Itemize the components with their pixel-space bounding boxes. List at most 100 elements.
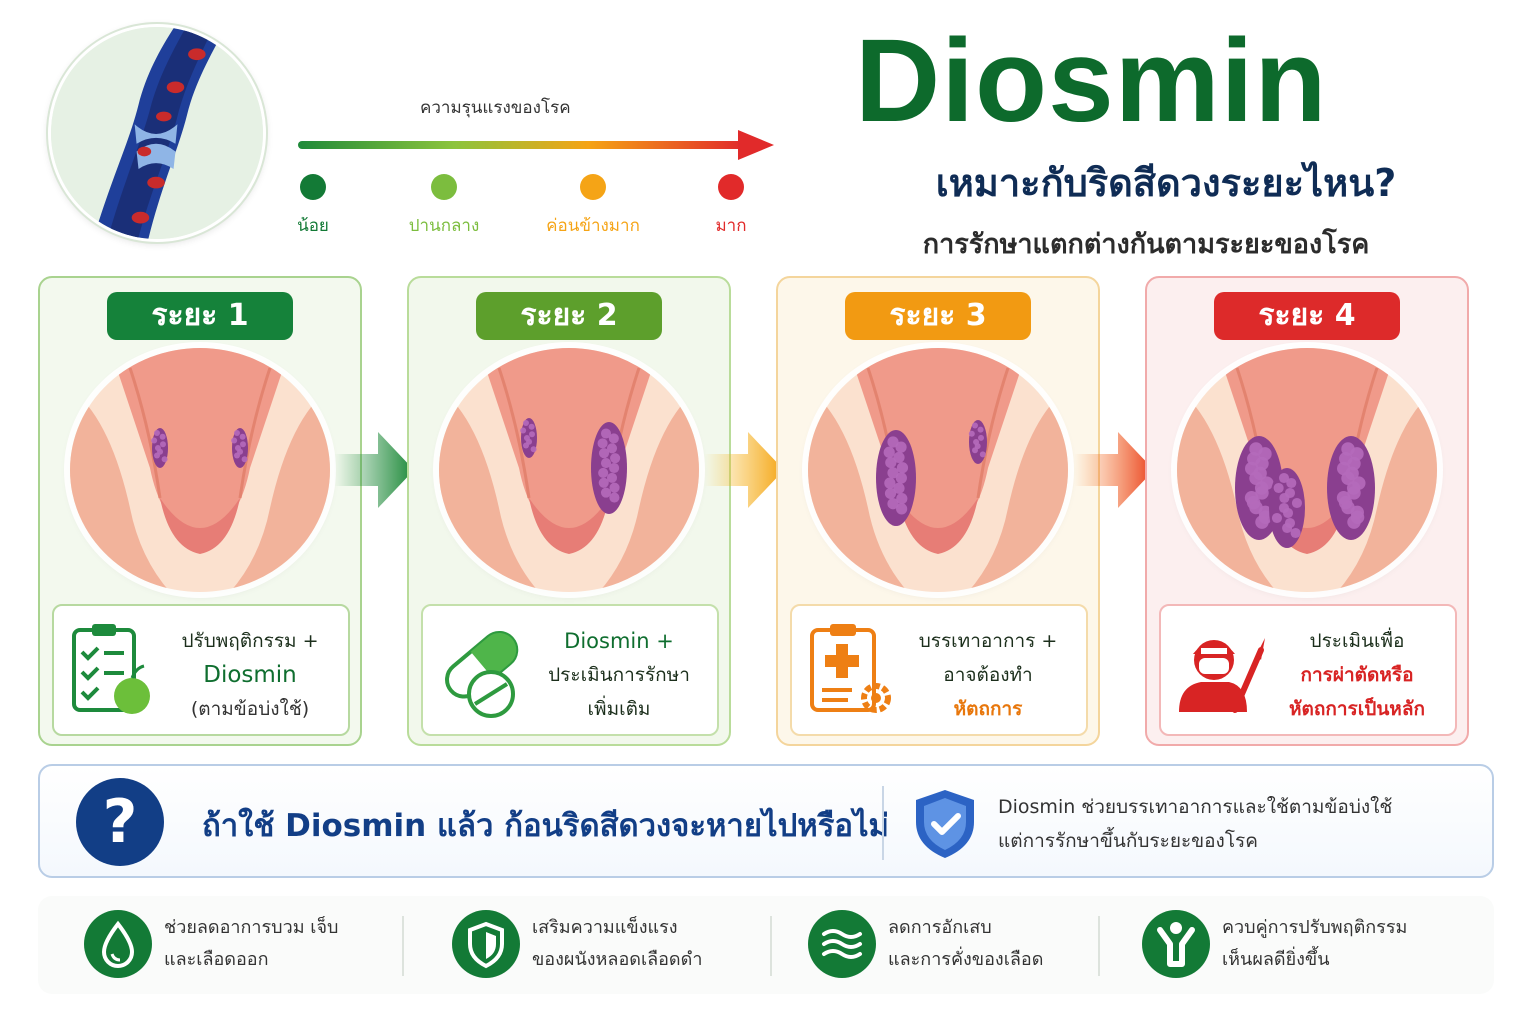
stage-treatment-line: Diosmin + <box>564 629 674 653</box>
clipboard-apple-icon <box>72 624 150 714</box>
benefit-item: ควบคู่การปรับพฤติกรรม เห็นผลดียิ่งขึ้น <box>1134 910 1474 980</box>
stage-treatment-text: ปรับพฤติกรรม + Diosmin (ตามข้อบ่งใช้) <box>156 624 344 726</box>
stage-treatment-text: ประเมินเพื่อ การผ่าตัดหรือ หัตถการเป็นหล… <box>1263 624 1451 726</box>
severity-scale: ความรุนแรงของโรค น้อย ปานกลาง ค่อนข้างมา… <box>290 92 780 242</box>
severity-title: ความรุนแรงของโรค <box>420 98 571 118</box>
stage-treatment-line: (ตามข้อบ่งใช้) <box>190 698 310 720</box>
stage-treatment-box: Diosmin + ประเมินการรักษา เพิ่มเติม <box>421 604 719 736</box>
hemorrhoid-cluster <box>231 428 248 468</box>
page-title: Diosmin <box>855 15 1328 147</box>
benefit-line: เห็นผลดียิ่งขึ้น <box>1222 949 1330 970</box>
hemorrhoid-cluster <box>1269 468 1305 548</box>
hemorrhoid-stage-3-illustration <box>808 348 1068 592</box>
muscle-line <box>128 367 162 499</box>
severity-arrow-icon <box>298 130 774 160</box>
benefit-item: ลดการอักเสบ และการคั่งของเลือด <box>800 910 1140 980</box>
page-subtitle-secondary: การรักษาแตกต่างกันตามระยะของโรค <box>922 229 1370 260</box>
canal-inner <box>479 348 659 538</box>
stage-treatment-text: บรรเทาอาการ + อาจต้องทำ หัตถการ <box>894 624 1082 726</box>
benefit-item: เสริมความแข็งแรง ของผนังหลอดเลือดดำ <box>444 910 784 980</box>
severity-label-low: น้อย <box>297 216 329 236</box>
question-text: ถ้าใช้ Diosmin แล้ว ก้อนริดสีดวงจะหายไปห… <box>202 808 889 844</box>
right-wall <box>599 388 699 592</box>
hemorrhoid-cluster <box>1327 436 1375 540</box>
pill-capsule-icon <box>445 630 519 718</box>
hemorrhoid-stage-2-illustration <box>439 348 699 592</box>
benefit-line: เสริมความแข็งแรง <box>532 917 678 938</box>
shield-icon <box>452 910 520 978</box>
arrow-right-icon <box>704 432 784 508</box>
hemorrhoid-cluster <box>520 418 537 458</box>
benefit-line: และเลือดออก <box>164 949 269 970</box>
stage-treatment-line: เพิ่มเติม <box>587 698 651 720</box>
stage-treatment-line: ประเมินการรักษา <box>548 664 690 686</box>
stage-treatment-text: Diosmin + ประเมินการรักษา เพิ่มเติม <box>525 624 713 726</box>
divider <box>1098 916 1100 976</box>
left-wall <box>1177 388 1277 592</box>
severity-dot-severe <box>718 174 744 200</box>
severity-dot-low <box>300 174 326 200</box>
muscle-line <box>497 367 531 499</box>
page-subtitle: เหมาะกับริดสีดวงระยะไหน? <box>935 161 1397 205</box>
benefit-text: ลดการอักเสบ และการคั่งของเลือด <box>888 912 1043 976</box>
vein-illustration <box>48 24 266 242</box>
benefit-text: เสริมความแข็งแรง ของผนังหลอดเลือดดำ <box>532 912 702 976</box>
stage-treatment-box: ประเมินเพื่อ การผ่าตัดหรือ หัตถการเป็นหล… <box>1159 604 1457 736</box>
severity-label-severe: มาก <box>715 216 747 236</box>
stage-card-1: ระยะ 1 ปรับพฤติกรรม + Diosmin (ตามข้อบ่ง… <box>38 276 362 746</box>
stage-card-4: ระยะ 4 ประเมินเพื่อ การผ่าตัดหรือ หัตถกา… <box>1145 276 1469 746</box>
left-wall <box>70 388 170 592</box>
surgeon-scalpel-icon <box>1179 638 1265 713</box>
canal-inner <box>848 348 1028 538</box>
muscle-line <box>976 367 1010 499</box>
divider <box>770 916 772 976</box>
stage-treatment-line: ปรับพฤติกรรม + <box>181 630 319 652</box>
hemorrhoid-cluster <box>876 430 916 526</box>
stage-treatment-line: บรรเทาอาการ + <box>918 630 1058 652</box>
divider <box>882 786 884 860</box>
benefit-line: ควบคู่การปรับพฤติกรรม <box>1222 917 1408 938</box>
right-wall <box>1337 388 1437 592</box>
benefit-text: ช่วยลดอาการบวม เจ็บ และเลือดออก <box>164 912 338 976</box>
stage-badge: ระยะ 1 <box>107 292 293 340</box>
stage-badge: ระยะ 2 <box>476 292 662 340</box>
canal-inner <box>1217 348 1397 538</box>
hemorrhoid-cluster <box>591 422 627 514</box>
benefit-line: ช่วยลดอาการบวม เจ็บ <box>164 917 339 938</box>
severity-label-high: ค่อนข้างมาก <box>546 216 640 236</box>
question-panel: ? ถ้าใช้ Diosmin แล้ว ก้อนริดสีดวงจะหายไ… <box>38 764 1494 878</box>
right-wall <box>230 388 330 592</box>
benefit-line: ของผนังหลอดเลือดดำ <box>532 949 703 970</box>
medical-clipboard-gear-icon <box>810 624 891 713</box>
right-wall <box>968 388 1068 592</box>
benefit-item: ช่วยลดอาการบวม เจ็บ และเลือดออก <box>76 910 416 980</box>
severity-label-medium: ปานกลาง <box>408 216 480 236</box>
benefit-text: ควบคู่การปรับพฤติกรรม เห็นผลดียิ่งขึ้น <box>1222 912 1407 976</box>
canal-opening <box>898 498 978 554</box>
stage-treatment-box: บรรเทาอาการ + อาจต้องทำ หัตถการ <box>790 604 1088 736</box>
divider <box>402 916 404 976</box>
severity-dot-medium <box>431 174 457 200</box>
answer-line: แต่การรักษาขึ้นกับระยะของโรค <box>998 830 1258 852</box>
stage-badge: ระยะ 3 <box>845 292 1031 340</box>
left-wall <box>439 388 539 592</box>
answer-line: Diosmin ช่วยบรรเทาอาการและใช้ตามข้อบ่งใช… <box>998 796 1393 818</box>
shield-check-icon <box>916 790 974 858</box>
canal-opening <box>160 498 240 554</box>
hemorrhoid-stage-1-illustration <box>70 348 330 592</box>
benefit-line: ลดการอักเสบ <box>888 917 992 938</box>
arrow-right-icon <box>334 432 414 508</box>
water-drop-icon <box>84 910 152 978</box>
stage-badge: ระยะ 4 <box>1214 292 1400 340</box>
canal-inner <box>110 348 290 538</box>
arrow-right-icon <box>1074 432 1154 508</box>
person-arms-up-icon <box>1142 910 1210 978</box>
stage-treatment-box: ปรับพฤติกรรม + Diosmin (ตามข้อบ่งใช้) <box>52 604 350 736</box>
benefits-row: ช่วยลดอาการบวม เจ็บ และเลือดออก เสริมควา… <box>38 896 1494 994</box>
stage-treatment-line: หัตถการเป็นหลัก <box>1289 698 1425 720</box>
stage-treatment-line: Diosmin <box>203 662 297 688</box>
muscle-line <box>238 367 272 499</box>
stage-card-2: ระยะ 2 Diosmin + ประเมินการรักษา เพิ่มเต… <box>407 276 731 746</box>
stage-treatment-line: ประเมินเพื่อ <box>1309 630 1405 652</box>
stage-treatment-line: การผ่าตัดหรือ <box>1300 664 1414 686</box>
